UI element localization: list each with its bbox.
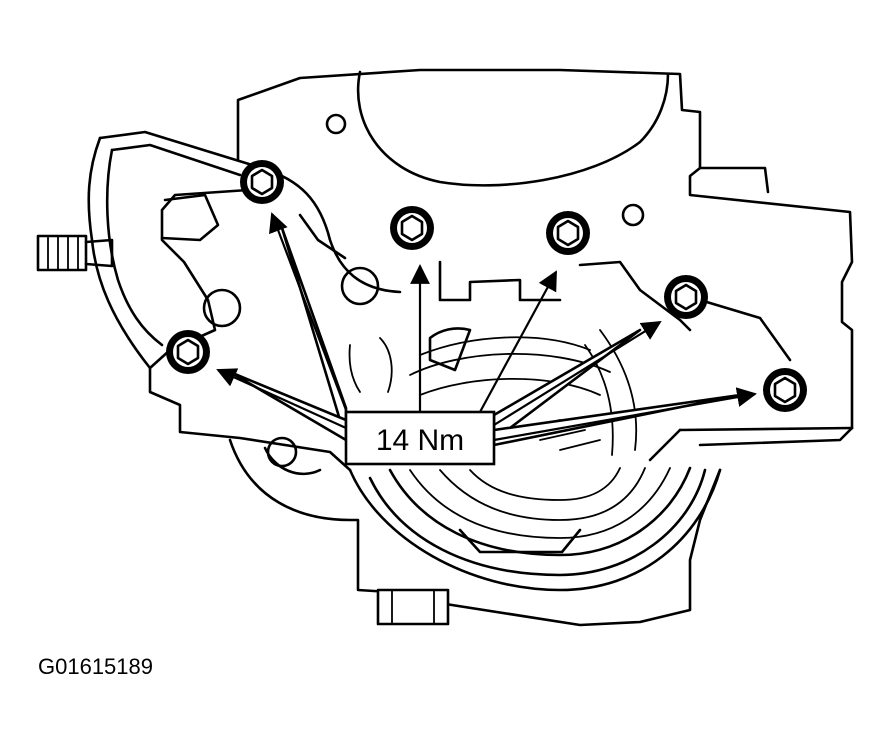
front-cover-housing — [36, 130, 402, 476]
torque-callout-leaders — [216, 212, 757, 447]
bolt-2 — [390, 206, 434, 250]
figure-code: G01615189 — [38, 654, 153, 679]
engine-block-outline — [236, 68, 854, 430]
bolt-4 — [664, 275, 708, 319]
crankshaft-pulley-area — [228, 260, 854, 627]
bolt-5 — [763, 368, 807, 412]
bolt-1 — [240, 160, 284, 204]
bolt-3 — [546, 211, 590, 255]
torque-label: 14 Nm — [376, 424, 464, 457]
bolt-6 — [166, 330, 210, 374]
torque-callout: 14 Nm — [344, 410, 496, 466]
